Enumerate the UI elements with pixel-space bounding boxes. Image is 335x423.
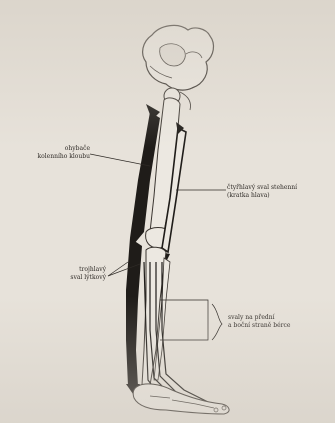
hamstring-label: ohybače kolenního kloubu <box>32 145 90 160</box>
calf-label: trojhlavý sval lýtkový <box>52 266 106 281</box>
calf-muscle-band <box>126 238 142 394</box>
shin-muscles-label: svaly na přední a boční straně bérce <box>228 314 318 329</box>
foot-bone-icon <box>133 384 229 414</box>
quadriceps-label: čtyřhlavý sval stehenní (kratka hlava) <box>227 184 322 199</box>
pelvis-bone-icon <box>143 25 214 110</box>
